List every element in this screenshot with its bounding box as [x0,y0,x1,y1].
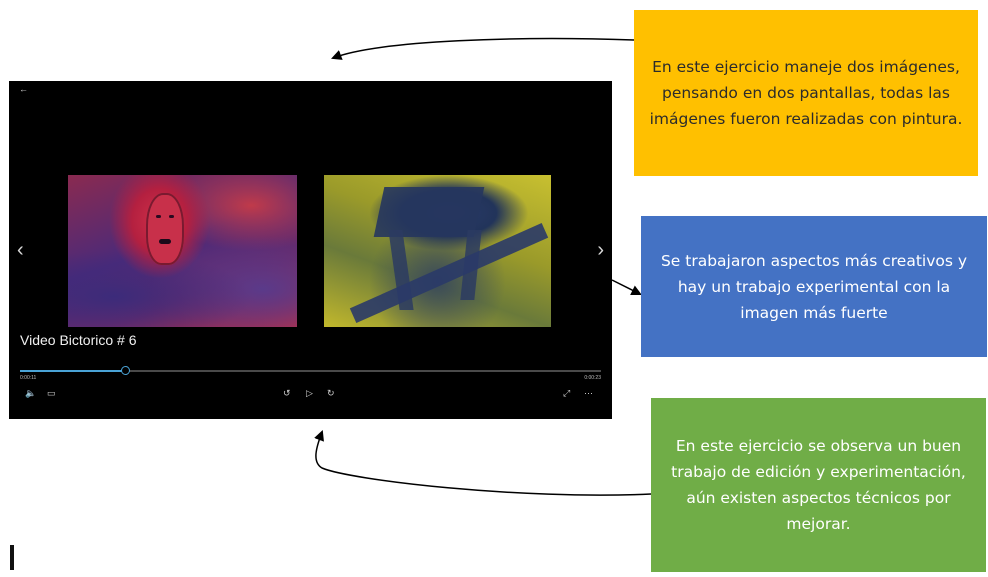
more-options-icon[interactable]: ⋯ [584,388,593,398]
video-title: Video Bictorico # 6 [20,332,137,348]
rewind-icon[interactable]: ↺ [283,388,291,398]
seek-bar-progress [20,370,125,372]
arrow-top-note [331,37,635,60]
video-player[interactable]: ← ‹ › Video Bictorico # 6 0:00:11 0:00:2… [9,81,612,419]
previous-chevron-icon[interactable]: ‹ [17,239,24,261]
face-mouth [159,239,171,244]
painted-diagonal-stroke [349,222,549,324]
text-cursor [10,545,14,570]
painted-face [146,193,184,265]
back-arrow-icon[interactable]: ← [19,84,28,94]
arrow-middle-note [611,279,642,295]
painting-table-frame [324,175,551,327]
volume-icon[interactable]: 🔈 [25,388,37,398]
time-total: 0:00:23 [584,375,601,381]
play-icon[interactable]: ▷ [306,388,313,398]
forward-icon[interactable]: ↻ [327,388,335,398]
face-eye-left [156,215,161,218]
face-eye-right [169,215,174,218]
painting-face-frame [68,175,297,327]
seek-bar[interactable] [20,366,601,375]
note-middle: Se trabajaron aspectos más creativos y h… [641,216,987,357]
subtitles-icon[interactable]: ▭ [47,388,56,398]
time-elapsed: 0:00:11 [20,375,37,381]
arrow-bottom-note [314,430,652,496]
next-chevron-icon[interactable]: › [597,239,604,261]
note-bottom: En este ejercicio se observa un buen tra… [651,398,986,572]
seek-bar-thumb[interactable] [120,366,130,375]
fullscreen-icon[interactable]: ⤢ [563,388,571,398]
note-top: En este ejercicio maneje dos imágenes, p… [634,10,978,176]
